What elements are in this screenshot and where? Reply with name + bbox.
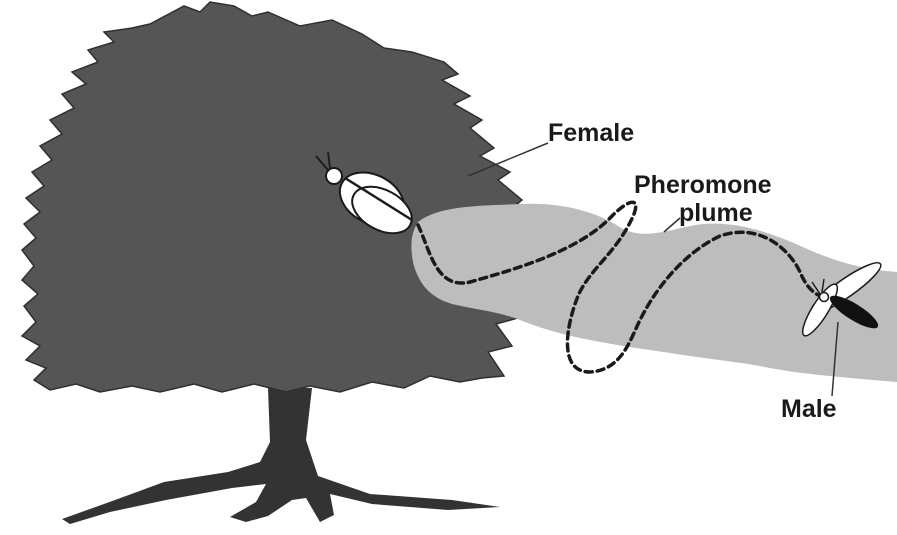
pheromone-label-line2: plume	[634, 199, 772, 227]
male-label: Male	[781, 395, 837, 423]
conifer-tree-icon	[22, 2, 528, 392]
pheromone-label-line1: Pheromone	[634, 171, 772, 199]
pheromone-plume-label: Pheromone plume	[634, 171, 772, 227]
tree-trunk	[62, 388, 500, 524]
female-label: Female	[548, 119, 634, 147]
